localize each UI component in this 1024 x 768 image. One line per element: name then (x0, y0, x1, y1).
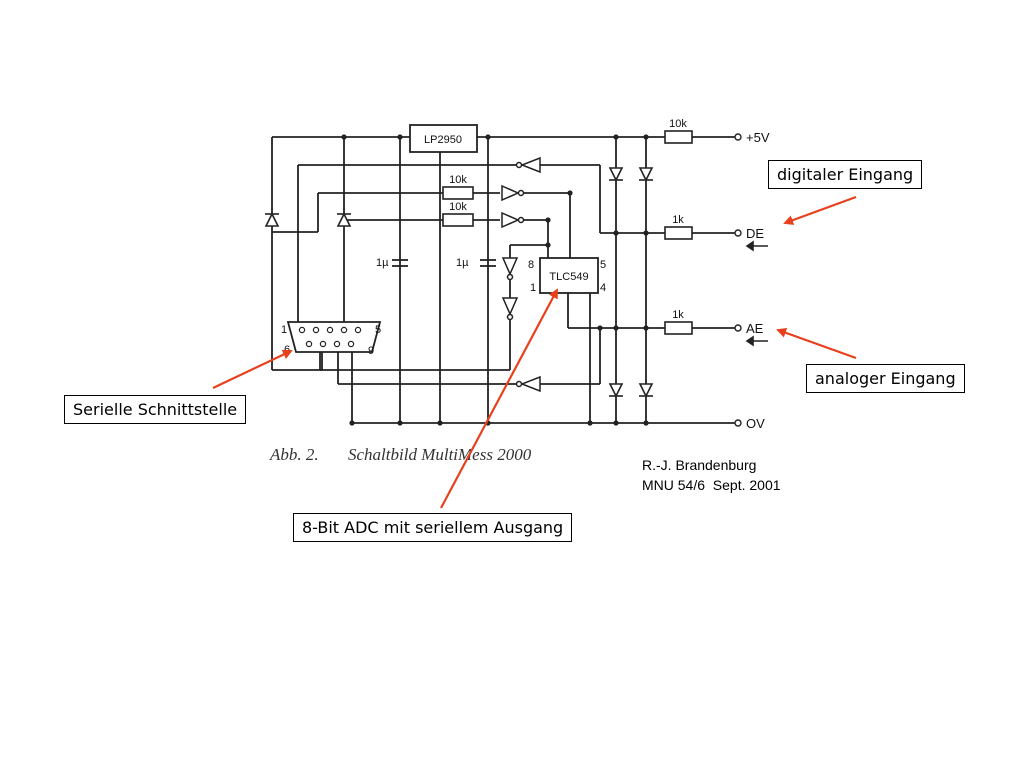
inverters (501, 156, 541, 393)
sub-pin-5: 5 (375, 324, 381, 336)
terminals: +5V DE AE OV (734, 130, 770, 431)
figure-caption-title: Schaltbild MultiMess 2000 (348, 445, 532, 464)
circuit-wires (271, 136, 735, 424)
terminal-de-label: DE (746, 226, 764, 241)
digital-input-callout: digitaler Eingang (768, 160, 923, 189)
resistors (442, 130, 693, 335)
capacitors (392, 259, 496, 267)
adc-callout: 8-Bit ADC mit seriellem Ausgang (293, 513, 573, 542)
resistor-de-label: 1k (672, 214, 684, 226)
figure-caption-number: Abb. 2. (269, 445, 319, 464)
terminal-ae-label: AE (746, 321, 764, 336)
resistor-top-label: 10k (669, 118, 687, 130)
regulator-label: LP2950 (424, 134, 462, 146)
credit-author: R.-J. Brandenburg (642, 457, 757, 473)
adc-chip-label: TLC549 (549, 271, 588, 283)
sub-pin-9: 9 (368, 345, 374, 357)
resistor-ae-label: 1k (672, 309, 684, 321)
adc-pin-8: 8 (528, 259, 534, 271)
cap-right-label: 1µ (456, 257, 469, 269)
adc-pin-1: 1 (530, 282, 536, 294)
regulator-block: LP2950 (409, 124, 478, 153)
serial-port-callout: Serielle Schnittstelle (64, 395, 247, 424)
credit-source: MNU 54/6 Sept. 2001 (642, 477, 781, 493)
junction-dots (341, 134, 649, 426)
sub-pin-1: 1 (281, 324, 287, 336)
author-credit: R.-J. Brandenburg MNU 54/6 Sept. 2001 (642, 455, 781, 495)
callout-arrows (212, 195, 857, 509)
cap-left-label: 1µ (376, 257, 389, 269)
resistor-mid2-label: 10k (449, 201, 467, 213)
adc-chip: TLC549 8 1 5 4 (528, 257, 606, 294)
sub-d-connector: 1 5 6 9 (281, 321, 382, 357)
resistor-mid1-label: 10k (449, 174, 467, 186)
diodes (264, 167, 654, 398)
rail-zero-label: OV (746, 416, 765, 431)
rail-plus-label: +5V (746, 130, 770, 145)
analog-input-callout: analoger Eingang (806, 364, 965, 393)
adc-pin-5: 5 (600, 259, 606, 271)
adc-pin-4: 4 (600, 282, 606, 294)
